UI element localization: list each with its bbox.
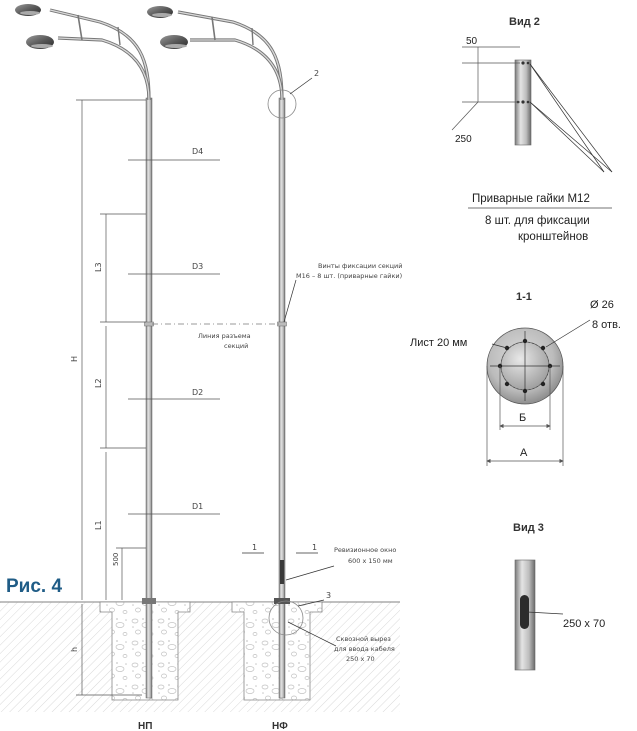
section-1-1-a: А [520,447,528,459]
section-1-1-hole: Ø 26 [590,299,614,311]
detail-2-note-3: кронштейнов [518,231,588,243]
foundation-np [99,601,191,701]
section-1-1-b: Б [519,412,526,424]
detail-2-circle [267,89,297,119]
dim-l1: L1 [94,520,103,530]
lamp-icon [15,4,41,16]
ground [0,601,400,712]
section-1-1-holes-count: 8 отв. [592,319,621,331]
callout-1-right: 1 [312,543,317,552]
dim-d3: D3 [192,262,203,271]
dim-l3: L3 [94,262,103,272]
callout-1-left: 1 [252,543,257,552]
lamp-icon [160,35,188,49]
screws-note-1: Винты фиксации секций [318,262,403,270]
cutout-note-1: Сквозной вырез [336,635,391,643]
window-note-1: Ревизионное окно [334,546,396,554]
pole-nf [147,6,290,699]
dim-d2: D2 [192,388,203,397]
cutout-note-2: для ввода кабеля [334,645,395,653]
dim-l2: L2 [94,378,103,388]
detail-2-note-2: 8 шт. для фиксации [485,215,590,227]
figure-label: Рис. 4 [6,576,62,597]
dim-500: 500 [112,553,120,566]
window-note-2: 600 х 150 мм [348,557,393,565]
lamp-icon [147,6,173,18]
detail-2: Вид 2 50 250 Приварные гайки М12 8 шт. д… [451,16,613,243]
detail-2-dim-250: 250 [455,134,472,145]
dim-h-foundation: h [70,647,79,652]
pole-label-np: НП [138,721,152,731]
detail-2-note-1: Приварные гайки М12 [472,193,590,205]
detail-2-title: Вид 2 [509,16,540,28]
foundation-nf [231,601,323,701]
callout-2: 2 [314,69,319,78]
dim-h-total: H [70,356,79,362]
detail-3: Вид 3 250 х 70 [513,522,605,671]
section-1-1-sheet: Лист 20 мм [410,337,467,349]
callout-3: 3 [326,591,331,600]
section-1-1: 1-1 Ø 26 8 отв. Лист 20 мм Б А [410,291,621,466]
detail-3-title: Вид 3 [513,522,544,534]
screws-note-2: М16 – 8 шт. (приварные гайки) [296,272,402,280]
detail-2-dim-50: 50 [466,36,478,47]
split-note-1: Линия разъема [198,332,251,340]
dim-d4: D4 [192,147,203,156]
detail-3-size: 250 х 70 [563,618,605,630]
detail-3-circle [268,600,304,636]
dim-d1: D1 [192,502,203,511]
cutout-note-3: 250 х 70 [346,655,375,663]
lamp-icon [26,35,54,49]
split-note-2: секций [224,342,248,350]
section-1-1-title: 1-1 [516,291,532,303]
pole-np [15,4,156,699]
pole-label-nf: НФ [272,721,288,731]
dimension-lines [76,99,318,696]
